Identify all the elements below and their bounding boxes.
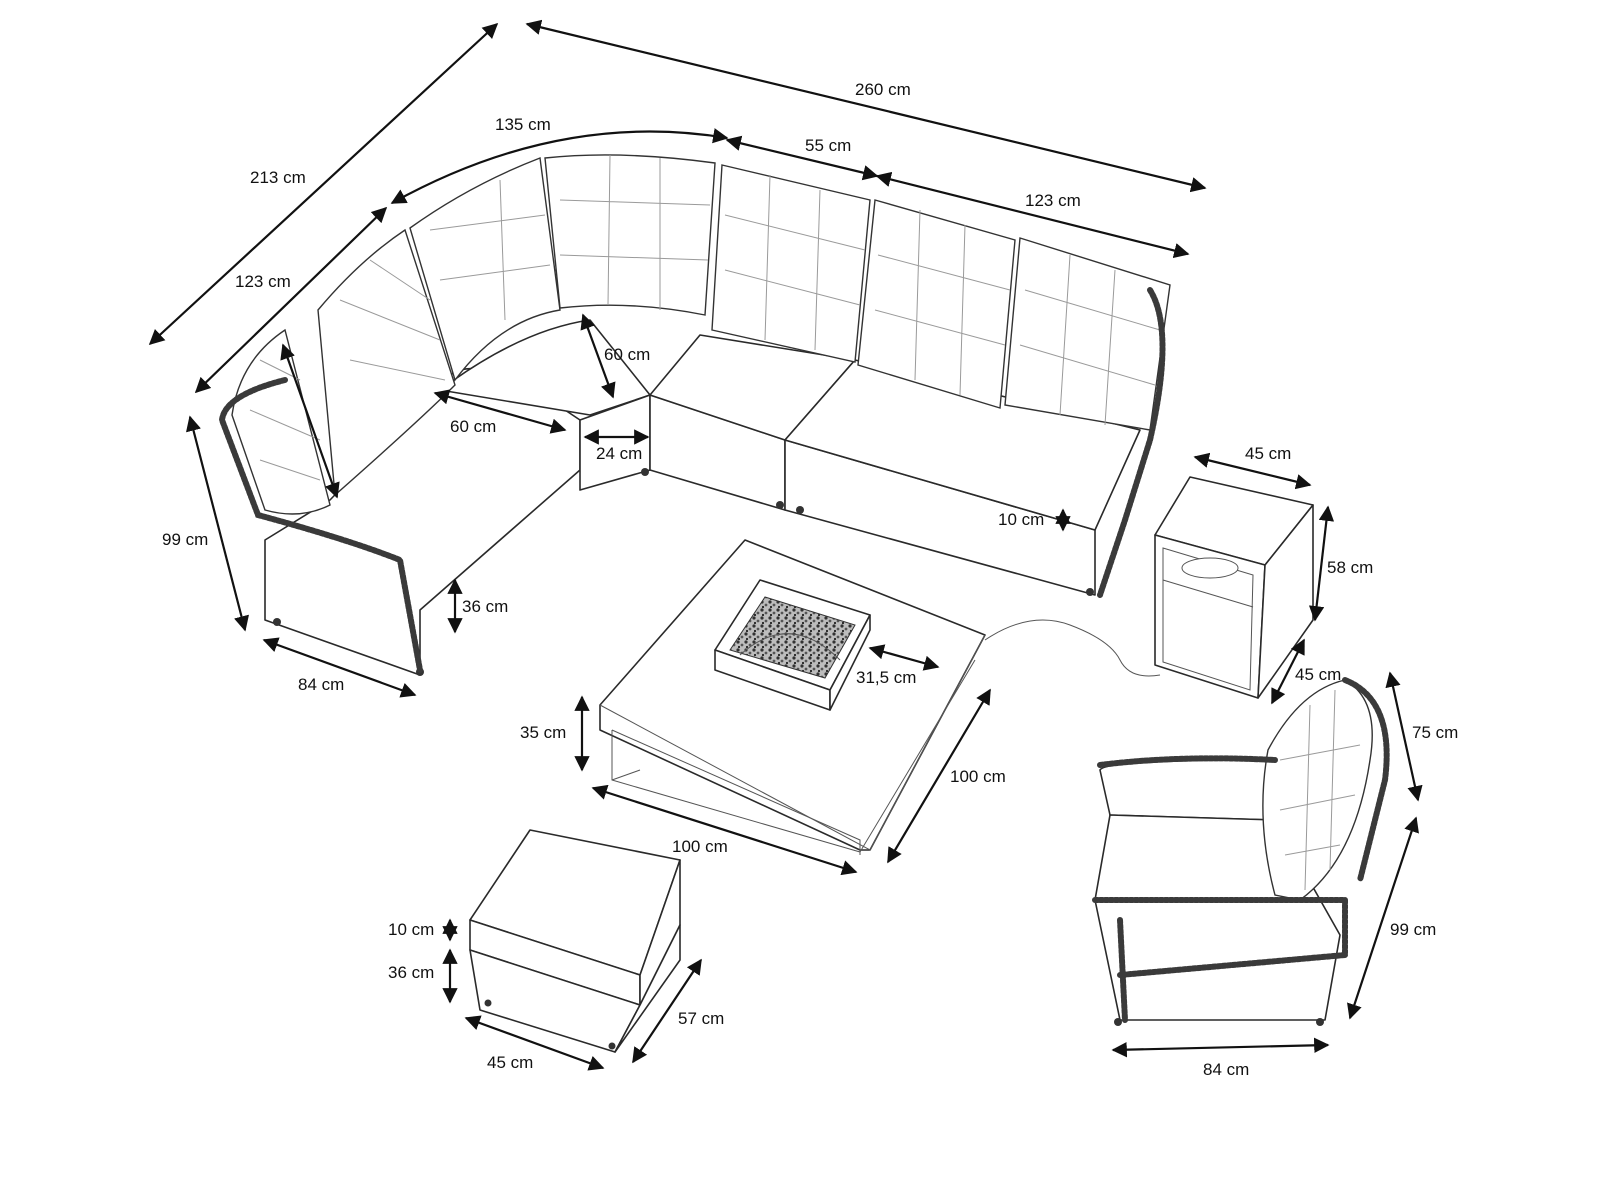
label-corner-depth: 60 cm — [604, 345, 650, 364]
armchair — [1092, 677, 1390, 1026]
label-table-depth: 100 cm — [950, 767, 1006, 786]
right-arm-wicker — [1097, 287, 1166, 598]
label-curve-section: 135 cm — [495, 115, 551, 134]
label-sofa-width-total: 260 cm — [855, 80, 911, 99]
label-ottoman-width: 45 cm — [487, 1053, 533, 1072]
label-side-table-width: 45 cm — [1245, 444, 1291, 463]
label-gap: 24 cm — [596, 444, 642, 463]
label-table-height: 35 cm — [520, 723, 566, 742]
label-cushion-thickness: 10 cm — [998, 510, 1044, 529]
label-sofa-depth-total: 213 cm — [250, 168, 306, 187]
ottoman — [469, 829, 681, 1053]
label-ottoman-height: 36 cm — [388, 963, 434, 982]
dimension-labels: 213 cm 260 cm 135 cm 55 cm 123 cm 123 cm… — [162, 80, 1458, 1079]
fire-burner — [714, 579, 871, 711]
label-seat-height: 36 cm — [462, 597, 508, 616]
label-burner-width: 31,5 cm — [856, 668, 916, 687]
side-table — [1154, 476, 1314, 699]
label-left-section: 123 cm — [235, 272, 291, 291]
label-table-width: 100 cm — [672, 837, 728, 856]
label-side-table-depth: 45 cm — [1295, 665, 1341, 684]
label-armchair-height-back: 75 cm — [1412, 723, 1458, 742]
label-armchair-width: 84 cm — [1203, 1060, 1249, 1079]
label-middle-section: 55 cm — [805, 136, 851, 155]
label-left-seat-depth: 60 cm — [450, 417, 496, 436]
label-ottoman-cushion: 10 cm — [388, 920, 434, 939]
label-right-section: 123 cm — [1025, 191, 1081, 210]
label-armchair-height: 99 cm — [1390, 920, 1436, 939]
label-sofa-height: 99 cm — [162, 530, 208, 549]
label-arm-width: 84 cm — [298, 675, 344, 694]
label-side-table-height: 58 cm — [1327, 558, 1373, 577]
label-ottoman-depth: 57 cm — [678, 1009, 724, 1028]
dimension-arrows — [148, 19, 1423, 1071]
